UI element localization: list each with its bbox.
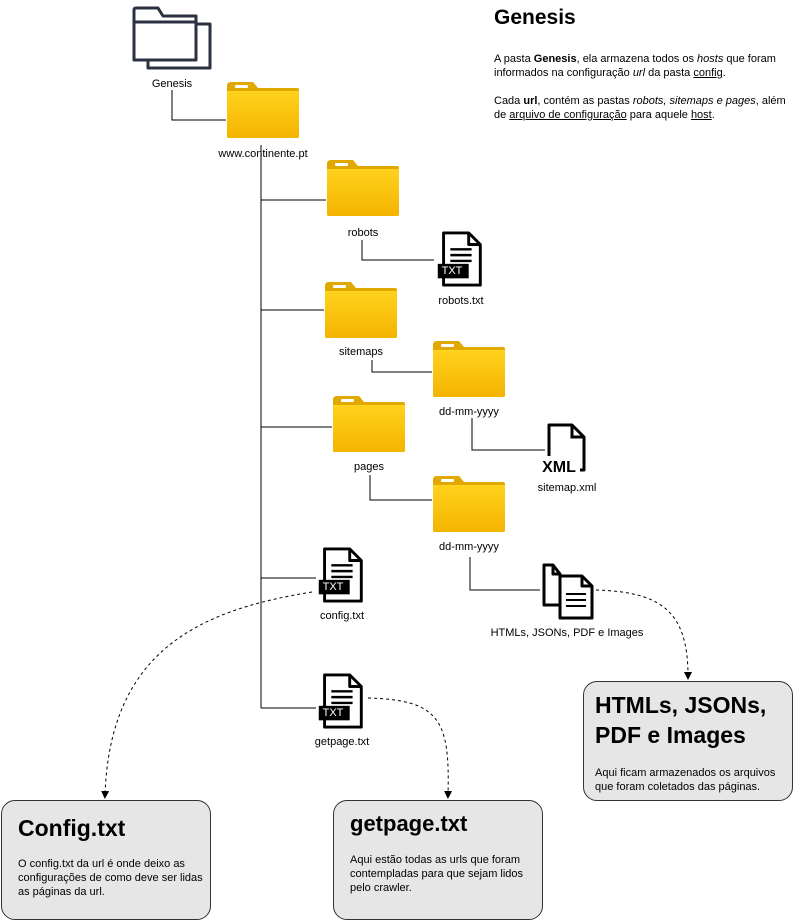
sitemap-xml-file-icon[interactable]: XML [540, 423, 586, 476]
connector-pages-date [369, 475, 432, 501]
svg-text:XML: XML [542, 459, 576, 476]
robots-txt-file-icon[interactable]: TXT [436, 231, 482, 287]
root-folder-icon[interactable] [132, 6, 212, 70]
dashed-arrows [101, 589, 692, 799]
card-getpage-title: getpage.txt [350, 811, 468, 836]
getpage-txt-file-icon[interactable]: TXT [317, 673, 363, 729]
card-config-title: Config.txt [18, 815, 126, 841]
sitemaps-date-folder-icon[interactable] [433, 341, 505, 397]
label-sitemap-file: sitemap.xml [537, 482, 597, 494]
connector-root-host [171, 90, 226, 121]
label-root: Genesis [151, 78, 193, 90]
card-htmls-title-1: HTMLs, JSONs, [595, 692, 767, 718]
collected-files-icon[interactable] [542, 563, 594, 620]
label-host: www.continente.pt [218, 148, 308, 160]
arrow-config-to-card [101, 591, 313, 799]
arrow-collected-to-card [595, 589, 692, 680]
connector-sitemap-file [471, 418, 545, 451]
card-config: Config.txt O config.txt da url é onde de… [1, 800, 211, 920]
label-collected-files: HTMLs, JSONs, PDF e Images [490, 627, 644, 639]
card-htmls-title-2: PDF e Images [595, 722, 746, 748]
connector-robots-file [361, 240, 434, 261]
svg-text:TXT: TXT [323, 707, 344, 719]
connector-collected [469, 557, 540, 591]
robots-folder-icon[interactable] [327, 160, 399, 216]
config-txt-file-icon[interactable]: TXT [317, 547, 363, 603]
card-getpage-desc: Aqui estão todas as urls que foram conte… [350, 854, 524, 894]
pages-date-folder-icon[interactable] [433, 476, 505, 532]
label-config-file: config.txt [319, 610, 365, 622]
connector-sitemaps-date [371, 360, 432, 373]
label-robots-file: robots.txt [438, 295, 484, 307]
label-robots-folder: robots [347, 227, 379, 239]
card-htmls-desc: Aqui ficam armazenados os arquivos que f… [595, 767, 776, 793]
svg-text:TXT: TXT [442, 265, 463, 277]
svg-text:TXT: TXT [323, 581, 344, 593]
label-sitemaps-folder: sitemaps [338, 346, 384, 358]
label-pages-folder: pages [354, 461, 384, 473]
card-config-desc: O config.txt da url é onde deixo as conf… [18, 858, 203, 898]
tree-connectors [171, 90, 545, 709]
host-folder-icon[interactable] [227, 82, 299, 138]
info-paragraph-1: A pasta Genesis, ela armazena todos os h… [494, 53, 776, 79]
arrow-getpage-to-card [367, 697, 453, 799]
label-getpage-file: getpage.txt [314, 736, 370, 748]
info-title: Genesis [494, 6, 576, 29]
label-pages-date-folder: dd-mm-yyyy [439, 541, 499, 553]
card-htmls-jsons: HTMLs, JSONs, PDF e Images Aqui ficam ar… [583, 681, 793, 801]
pages-folder-icon[interactable] [333, 396, 405, 452]
info-paragraph-2: Cada url, contém as pastas robots, sitem… [494, 95, 786, 121]
label-sitemaps-date-folder: dd-mm-yyyy [439, 406, 499, 418]
sitemaps-folder-icon[interactable] [325, 282, 397, 338]
card-getpage: getpage.txt Aqui estão todas as urls que… [333, 800, 543, 920]
